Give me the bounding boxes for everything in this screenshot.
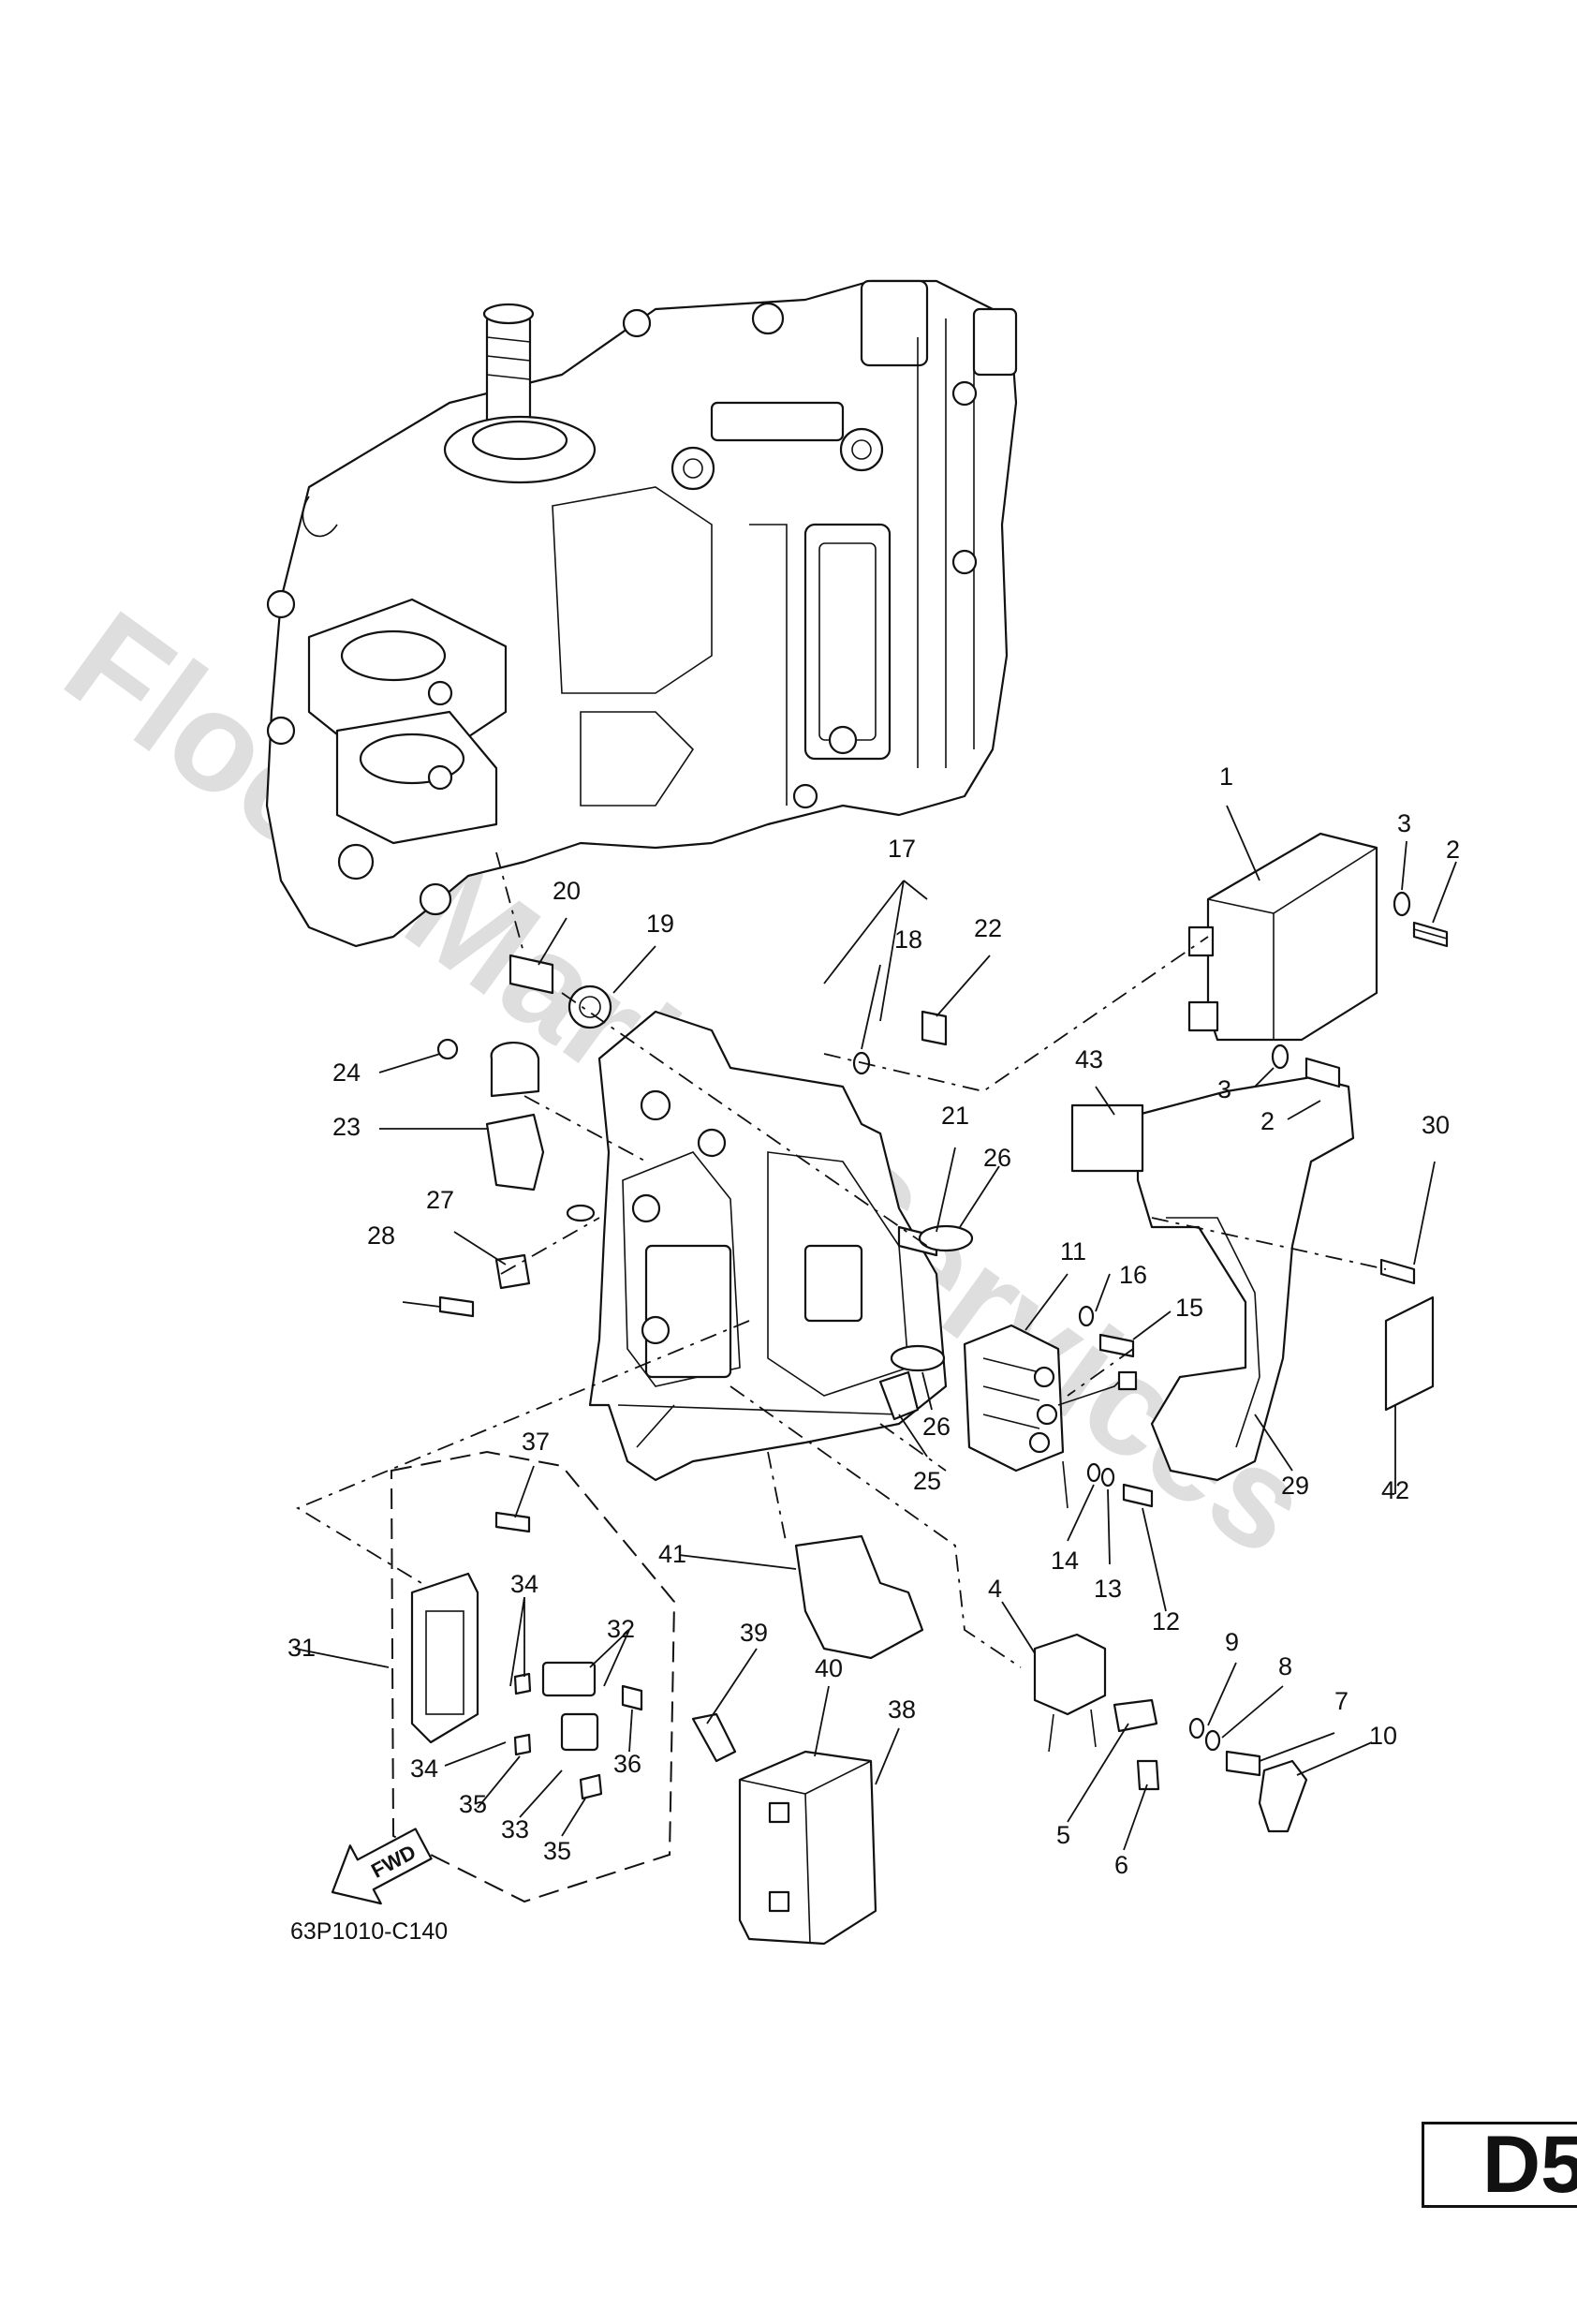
callout-38: 38 [888, 1695, 916, 1724]
part-4-wires [1048, 1709, 1097, 1753]
callout-27: 27 [426, 1186, 454, 1214]
part-43-label [1070, 1103, 1144, 1173]
part-1-ecm [1187, 832, 1378, 1042]
callout-2: 2 [1446, 836, 1460, 864]
callout-6: 6 [1114, 1851, 1128, 1879]
callout-9: 9 [1225, 1628, 1239, 1656]
callout-35: 35 [459, 1790, 487, 1818]
callout-1: 1 [1219, 762, 1233, 791]
fwd-arrow: FWD [331, 1828, 433, 1905]
callout-3: 3 [1217, 1075, 1231, 1103]
callout-43: 43 [1075, 1045, 1103, 1073]
callout-35: 35 [543, 1837, 571, 1865]
page-badge: D5 [1422, 2120, 1577, 2210]
callout-28: 28 [367, 1221, 395, 1250]
callout-24: 24 [332, 1058, 361, 1087]
callout-14: 14 [1051, 1547, 1079, 1575]
callout-21: 21 [941, 1102, 969, 1130]
part-11-unit [963, 1324, 1138, 1473]
leader-lines [294, 805, 1457, 1851]
callout-20: 20 [553, 877, 581, 905]
callout-16: 16 [1119, 1261, 1147, 1289]
callout-32: 32 [607, 1615, 635, 1643]
assembly-lines [296, 851, 1387, 1668]
callout-12: 12 [1152, 1607, 1180, 1636]
callout-5: 5 [1056, 1821, 1070, 1849]
callout-33: 33 [501, 1815, 529, 1843]
callout-4: 4 [988, 1575, 1002, 1603]
callout-26: 26 [983, 1144, 1011, 1172]
callout-34: 34 [410, 1754, 438, 1783]
part-5-bracket [1113, 1698, 1158, 1733]
callout-30: 30 [1422, 1111, 1450, 1139]
callout-37: 37 [522, 1428, 550, 1456]
fasteners [436, 891, 1449, 1833]
callout-15: 15 [1175, 1294, 1203, 1322]
part-42-label [1384, 1295, 1435, 1412]
callout-3: 3 [1397, 809, 1411, 837]
callout-10: 10 [1369, 1722, 1397, 1750]
fuse-box-assembly [390, 1450, 676, 1903]
callout-2: 2 [1260, 1107, 1275, 1135]
callout-41: 41 [658, 1540, 686, 1568]
callout-11: 11 [1060, 1237, 1086, 1266]
callout-13: 13 [1094, 1575, 1122, 1603]
page-badge-label: D5 [1482, 2120, 1577, 2210]
callout-25: 25 [913, 1467, 941, 1495]
callout-18: 18 [894, 925, 922, 954]
callout-19: 19 [646, 910, 674, 938]
callout-36: 36 [613, 1750, 641, 1778]
callout-23: 23 [332, 1113, 361, 1141]
part-41-holder [794, 1534, 924, 1660]
callouts: 1 2 2 3 3 4 5 6 7 8 9 10 11 12 13 14 15 … [287, 762, 1460, 1879]
callout-42: 42 [1381, 1476, 1409, 1504]
callout-29: 29 [1281, 1472, 1309, 1500]
callout-40: 40 [815, 1654, 843, 1682]
drawing-code: 63P1010-C140 [290, 1918, 448, 1945]
callout-31: 31 [287, 1634, 316, 1662]
part-38-40-cover [738, 1750, 877, 1946]
callout-39: 39 [740, 1619, 768, 1647]
callout-8: 8 [1278, 1652, 1292, 1680]
part-4-relay [1033, 1633, 1107, 1716]
callout-26: 26 [922, 1413, 951, 1441]
electrical-bracket [566, 1010, 948, 1482]
callout-22: 22 [974, 914, 1002, 942]
callout-34: 34 [510, 1570, 538, 1598]
part-29-cover [1136, 1075, 1355, 1482]
callout-17: 17 [888, 835, 916, 863]
engine-block [265, 279, 1018, 948]
callout-7: 7 [1334, 1687, 1349, 1715]
